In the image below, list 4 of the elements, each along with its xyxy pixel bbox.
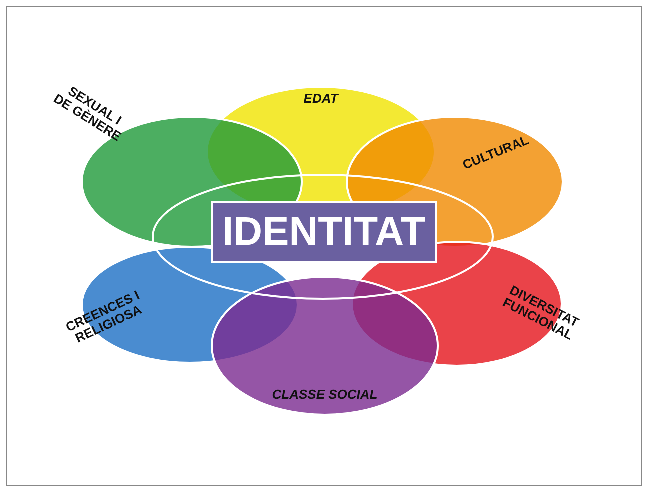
title-text: IDENTITAT [222, 210, 426, 254]
category-label: CLASSE SOCIAL [271, 388, 379, 402]
title-box [211, 201, 437, 263]
category-label: EDAT [302, 92, 340, 106]
